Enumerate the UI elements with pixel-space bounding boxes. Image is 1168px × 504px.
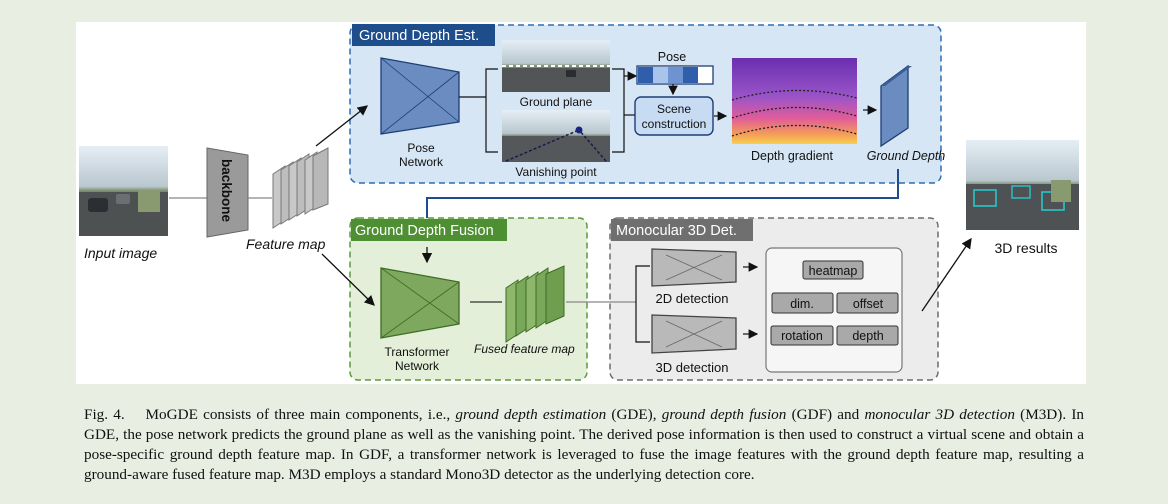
method-diagram: Ground Depth Est. Ground Depth Fusion Mo… bbox=[79, 24, 1079, 381]
pose-vector bbox=[636, 65, 714, 85]
head-rotation-label: rotation bbox=[781, 329, 823, 343]
backbone-block: backbone bbox=[206, 147, 249, 238]
scene-construction-label-1: Scene bbox=[657, 102, 691, 116]
caption-text-1: MoGDE consists of three main components,… bbox=[145, 406, 451, 423]
depth-gradient-image bbox=[731, 58, 858, 144]
head-depth: depth bbox=[836, 325, 899, 346]
m3d-title: Monocular 3D Det. bbox=[616, 223, 737, 239]
detection-2d-label: 2D detection bbox=[656, 291, 729, 306]
gdf-panel: Ground Depth Fusion bbox=[349, 217, 588, 381]
feature-map-label: Feature map bbox=[246, 236, 326, 252]
input-image-label: Input image bbox=[84, 245, 157, 261]
gdf-title: Ground Depth Fusion bbox=[355, 223, 494, 239]
vanishing-point-image bbox=[502, 110, 610, 162]
transformer-label-1: Transformer bbox=[385, 345, 450, 359]
head-dim: dim. bbox=[771, 292, 834, 314]
caption-gdf-term: ground depth fusion bbox=[661, 406, 787, 423]
detection-2d-block bbox=[651, 248, 737, 287]
transformer-network-block bbox=[380, 267, 460, 339]
ground-depth-label: Ground Depth bbox=[867, 149, 946, 163]
head-offset-label: offset bbox=[853, 297, 884, 311]
feature-map-stack bbox=[272, 147, 329, 229]
ground-depth-map bbox=[880, 64, 912, 148]
caption-m3d-term: monocular 3D detection bbox=[864, 406, 1015, 423]
results-image bbox=[966, 140, 1079, 230]
head-depth-label: depth bbox=[852, 329, 883, 343]
head-rotation: rotation bbox=[770, 325, 834, 346]
pose-network-label-2: Network bbox=[399, 155, 444, 169]
transformer-label-2: Network bbox=[395, 359, 440, 373]
pose-network-block bbox=[380, 57, 460, 135]
scene-construction-block bbox=[634, 96, 714, 136]
caption-text-4: (M3D). In GDE, the pose network predicts… bbox=[84, 406, 1084, 483]
detection-3d-label: 3D detection bbox=[656, 360, 729, 375]
caption-gde-term: ground depth estimation bbox=[455, 406, 607, 423]
fused-feature-map-label: Fused feature map bbox=[474, 342, 575, 356]
ground-plane-image bbox=[502, 40, 610, 92]
depth-gradient-label: Depth gradient bbox=[751, 149, 834, 163]
detection-3d-block bbox=[651, 314, 737, 354]
vanishing-point-label: Vanishing point bbox=[515, 165, 597, 179]
head-offset: offset bbox=[836, 292, 899, 314]
gde-title: Ground Depth Est. bbox=[359, 28, 479, 44]
results-label: 3D results bbox=[994, 240, 1057, 256]
head-dim-label: dim. bbox=[790, 297, 814, 311]
input-image bbox=[79, 146, 168, 236]
caption-fig-label: Fig. 4. bbox=[84, 406, 125, 423]
ground-plane-label: Ground plane bbox=[520, 95, 593, 109]
figure-panel: Ground Depth Est. Ground Depth Fusion Mo… bbox=[76, 22, 1086, 384]
backbone-label: backbone bbox=[219, 159, 234, 223]
figure-caption: Fig. 4. MoGDE consists of three main com… bbox=[84, 405, 1084, 485]
caption-text-3: (GDF) and bbox=[791, 406, 860, 423]
scene-construction-label-2: construction bbox=[642, 117, 707, 131]
fused-feature-map bbox=[505, 265, 565, 343]
pose-network-label-1: Pose bbox=[407, 141, 435, 155]
pose-label: Pose bbox=[658, 50, 687, 64]
head-heatmap-label: heatmap bbox=[809, 264, 858, 278]
caption-text-2: (GDE), bbox=[611, 406, 657, 423]
head-heatmap: heatmap bbox=[802, 260, 864, 280]
